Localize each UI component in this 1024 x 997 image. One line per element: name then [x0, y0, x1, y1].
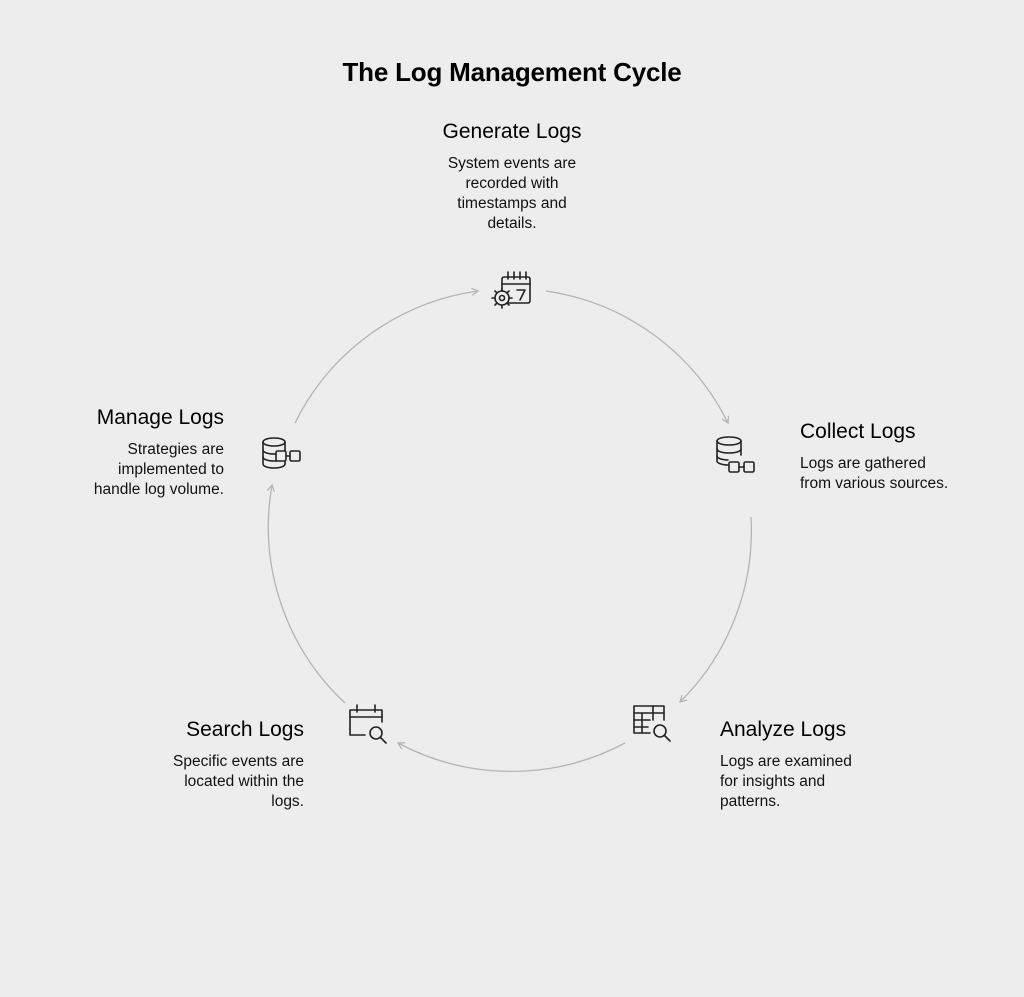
desc-line: timestamps and: [457, 195, 567, 212]
desc-line: patterns.: [720, 793, 781, 810]
stage-description: Strategies are implemented to handle log…: [44, 440, 224, 500]
stage-description: System events are recorded with timestam…: [392, 154, 632, 234]
stage-search-logs: Search Logs Specific events are located …: [104, 718, 304, 812]
desc-line: Logs are examined: [720, 753, 852, 770]
desc-line: recorded with: [465, 175, 559, 192]
arrow-manage-to-generate: [294, 287, 480, 424]
stage-label: Generate Logs: [442, 120, 582, 143]
arrow-collect-to-analyze: [679, 516, 753, 703]
arrow-generate-to-collect: [545, 290, 730, 425]
stage-collect-logs: Collect Logs Logs are gathered from vari…: [800, 420, 1010, 494]
desc-line: handle log volume.: [93, 481, 224, 498]
stage-label: Collect Logs: [800, 420, 916, 443]
desc-line: located within the: [184, 773, 304, 790]
desc-line: Specific events are: [173, 753, 304, 770]
table-search-icon: [633, 705, 671, 742]
stage-description: Logs are gathered from various sources.: [800, 454, 1010, 494]
calendar-search-icon: [349, 704, 387, 744]
stage-manage-logs: Manage Logs Strategies are implemented t…: [44, 406, 224, 500]
desc-line: for insights and: [720, 773, 826, 790]
diagram-title: The Log Management Cycle: [342, 57, 682, 87]
stage-description: Logs are examined for insights and patte…: [720, 752, 920, 812]
calendar-gear-icon: [491, 271, 531, 309]
arrow-search-to-manage: [266, 483, 346, 704]
desc-line: from various sources.: [800, 475, 949, 492]
stage-label: Analyze Logs: [720, 718, 847, 741]
stage-analyze-logs: Analyze Logs Logs are examined for insig…: [720, 718, 920, 812]
desc-line: implemented to: [118, 461, 224, 478]
desc-line: Logs are gathered: [800, 455, 926, 472]
stage-label: Manage Logs: [96, 406, 224, 429]
database-link-icon: [262, 437, 301, 469]
database-link-icon: [716, 436, 755, 473]
stage-description: Specific events are located within the l…: [104, 752, 304, 812]
desc-line: Strategies are: [127, 441, 225, 458]
stage-generate-logs: Generate Logs System events are recorded…: [392, 120, 632, 234]
desc-line: details.: [487, 215, 537, 232]
desc-line: System events are: [447, 155, 577, 172]
stage-label: Search Logs: [186, 718, 304, 741]
arrow-analyze-to-search: [396, 742, 626, 772]
desc-line: logs.: [271, 793, 304, 810]
